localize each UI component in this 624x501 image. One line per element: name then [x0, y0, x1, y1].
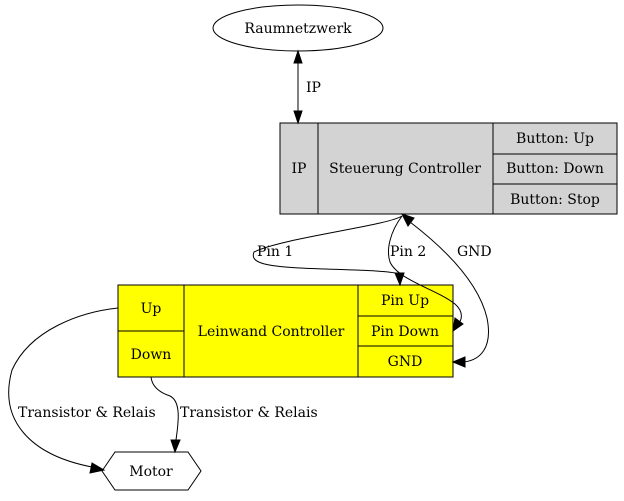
edge-pin2-arrow: [452, 317, 464, 333]
edge-gnd-arrow-top: [401, 213, 415, 227]
raumnetzwerk-node[interactable]: Raumnetzwerk: [212, 4, 384, 52]
motor-node[interactable]: Motor: [101, 451, 202, 491]
steuerung-button-stop: Button: Stop: [510, 192, 600, 208]
leinwand-controller-node[interactable]: Up Down Leinwand Controller Pin Up Pin D…: [117, 284, 454, 378]
edge-pin1-label: Pin 1: [257, 244, 293, 260]
edge-gnd-label: GND: [457, 244, 492, 260]
steuerung-title: Steuerung Controller: [329, 161, 481, 177]
edge-ip-arrow-bottom: [293, 110, 303, 125]
edge-relais-down-line: [150, 376, 179, 441]
motor-label: Motor: [129, 464, 173, 480]
edge-relais-down-arrow: [170, 439, 181, 454]
edge-gnd-arrow-bottom: [451, 356, 466, 368]
leinwand-up-port: Up: [141, 301, 162, 317]
steuerung-button-down: Button: Down: [506, 161, 604, 177]
edge-ip-arrow-top: [293, 49, 303, 64]
edge-relais-up-label: Transistor & Relais: [18, 405, 156, 421]
edge-pin1[interactable]: Pin 1: [252, 215, 405, 287]
motor-hexagon: [101, 451, 202, 491]
edge-relais-up-line: [8, 307, 119, 468]
leinwand-gnd: GND: [388, 354, 423, 370]
edge-ip[interactable]: IP: [293, 49, 321, 125]
edge-relais-down-label: Transistor & Relais: [180, 405, 318, 421]
leinwand-title: Leinwand Controller: [198, 324, 345, 340]
leinwand-down-port: Down: [131, 347, 172, 363]
edge-relais-up-arrow: [89, 462, 106, 474]
raumnetzwerk-label: Raumnetzwerk: [244, 21, 352, 37]
edge-pin2-line: [388, 215, 462, 325]
steuerung-ip-port: IP: [292, 161, 307, 177]
leinwand-pin-up: Pin Up: [381, 293, 429, 309]
steuerung-button-up: Button: Up: [516, 131, 594, 147]
edge-pin2[interactable]: Pin 2: [388, 215, 464, 333]
edge-gnd-line: [409, 221, 489, 363]
edge-relais-down[interactable]: Transistor & Relais: [150, 376, 318, 454]
steuerung-controller-box: [279, 122, 618, 215]
edge-pin2-label: Pin 2: [390, 244, 426, 260]
leinwand-pin-down: Pin Down: [371, 324, 439, 340]
edge-pin1-line: [252, 215, 403, 275]
steuerung-controller-node[interactable]: IP Steuerung Controller Button: Up Butto…: [279, 122, 618, 215]
edge-ip-label: IP: [306, 80, 321, 96]
edge-relais-up[interactable]: Transistor & Relais: [8, 307, 156, 474]
edge-gnd[interactable]: GND: [401, 213, 492, 368]
